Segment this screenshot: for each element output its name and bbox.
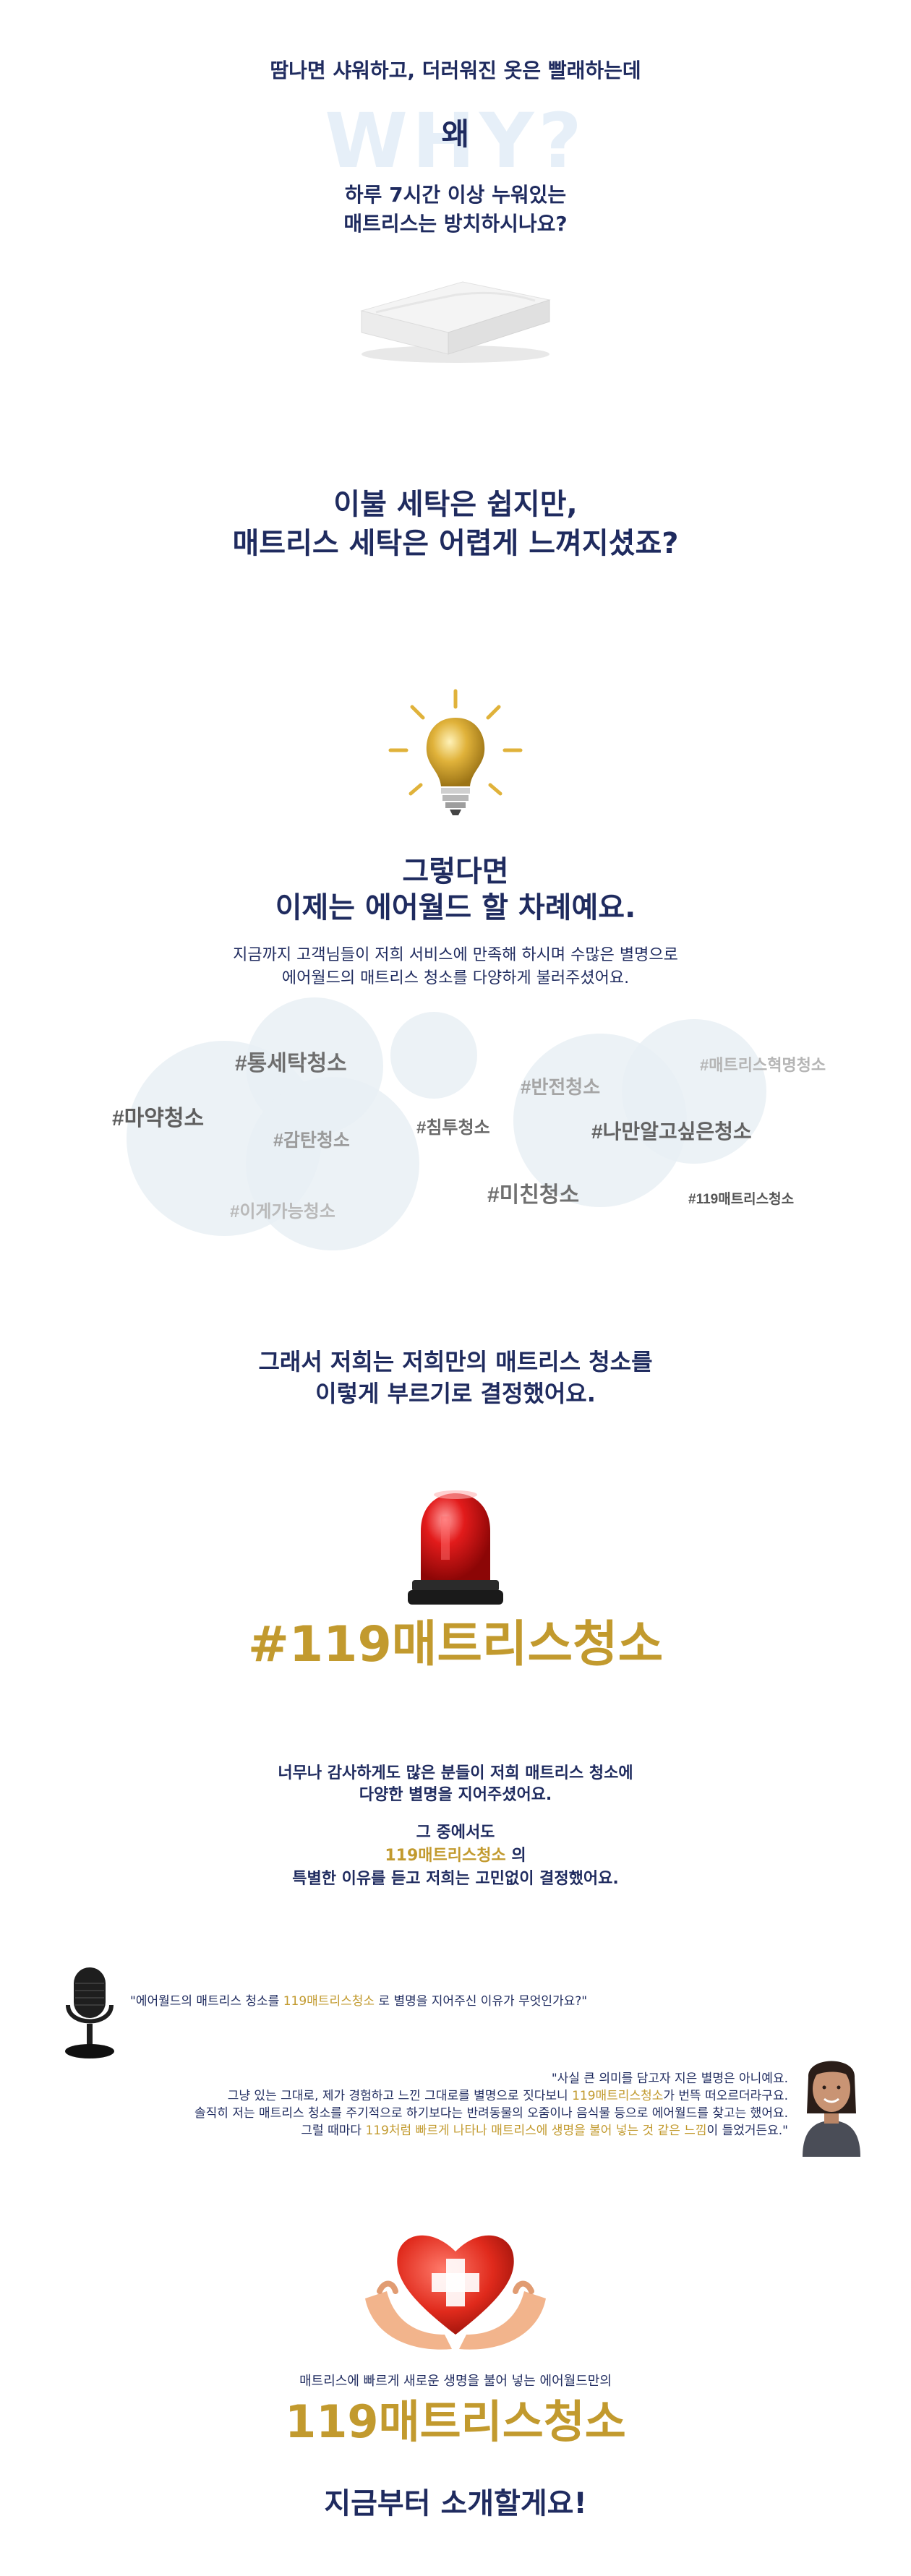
intro-question-line-2: 매트리스는 방치하시나요? <box>343 212 568 236</box>
section3-desc-line-1: 지금까지 고객님들이 저희 서비스에 만족해 하시며 수많은 별명으로 <box>233 946 678 964</box>
section5-line-1: 너무나 감사하게도 많은 분들이 저희 매트리스 청소에 <box>278 1764 633 1782</box>
intro-question-line-1: 하루 7시간 이상 누워있는 <box>344 183 567 207</box>
why-word: 왜 <box>441 116 470 152</box>
hashtag-cloud: #통세탁청소 #마약청소 #감탄청소 #이게가능청소 #침투청소 #반전청소 #… <box>0 997 911 1287</box>
section5-line-2: 다양한 별명을 지어주셨어요. <box>359 1786 552 1804</box>
section5-line-4: 119매트리스청소 의 <box>0 1845 911 1868</box>
mattress-image <box>360 281 551 363</box>
section5-brand-highlight: 119매트리스청소 <box>385 1847 506 1865</box>
section2-line-2: 매트리스 세탁은 어렵게 느껴지셨죠? <box>232 527 679 560</box>
answer-brand-highlight: 119매트리스청소 <box>572 2089 664 2103</box>
hashtag: #매트리스혁명청소 <box>700 1056 826 1074</box>
hashtag: #나만알고싶은청소 <box>591 1120 752 1143</box>
question-brand-highlight: 119매트리스청소 <box>283 1994 375 2009</box>
question-text-post: 로 별명을 지어주신 이유가 무엇인가요?" <box>375 1994 588 2009</box>
section3-title-line-1: 그렇다면 <box>402 855 509 888</box>
hashtag: #마약청소 <box>112 1107 205 1130</box>
closing-final: 지금부터 소개할게요! <box>324 2487 587 2520</box>
brand-name: #119매트리스청소 <box>247 1616 664 1673</box>
answer-line-2: 그냥 있는 그대로, 제가 경험하고 느낀 그대로를 별명으로 짓다보니 119… <box>87 2087 788 2105</box>
hashtag: #119매트리스청소 <box>688 1192 795 1207</box>
hashtag: #침투청소 <box>416 1118 490 1138</box>
section5-line-5: 특별한 이유를 듣고 저희는 고민없이 결정했어요. <box>292 1870 619 1888</box>
intro-line: 땀나면 샤워하고, 더러워진 옷은 빨래하는데 <box>270 59 641 82</box>
bubble <box>390 1012 477 1099</box>
answer-line-4-post: 이 들었거든요." <box>706 2124 788 2138</box>
hashtag: #이게가능청소 <box>230 1202 335 1222</box>
hashtag: #반전청소 <box>521 1076 601 1098</box>
section5-line-3: 그 중에서도 <box>416 1824 495 1842</box>
answer-line-3: 솔직히 저는 매트리스 청소를 주기적으로 하기보다는 반려동물의 오줌이나 음… <box>194 2106 788 2121</box>
answer-line-2-post: 가 번뜩 떠오르더라구요. <box>663 2089 788 2103</box>
customer-avatar <box>803 2061 860 2157</box>
closing-brand: 119매트리스청소 <box>285 2395 626 2448</box>
why-background-text: WHY? <box>325 97 586 185</box>
lightbulb-icon <box>388 689 523 815</box>
interview-question: "에어월드의 매트리스 청소를 119매트리스청소 로 별명을 지어주신 이유가… <box>130 1992 781 2011</box>
closing-subtitle: 매트리스에 빠르게 새로운 생명을 불어 넣는 에어월드만의 <box>299 2374 612 2389</box>
section2-line-1: 이불 세탁은 쉽지만, <box>333 488 578 521</box>
section3-desc-line-2: 에어월드의 매트리스 청소를 다양하게 불러주셨어요. <box>281 969 630 987</box>
answer-line-1: "사실 큰 의미를 담고자 지은 별명은 아니예요. <box>551 2071 788 2086</box>
section3-title-line-2: 이제는 에어월드 할 차례예요. <box>275 891 636 924</box>
section4-line-2: 이렇게 부르기로 결정했어요. <box>315 1380 596 1407</box>
section4-line-1: 그래서 저희는 저희만의 매트리스 청소를 <box>258 1348 653 1375</box>
heart-hands-icon <box>365 2235 546 2350</box>
hashtag: #미친청소 <box>487 1183 580 1207</box>
microphone-icon <box>65 1967 114 2058</box>
bubble <box>246 1077 419 1250</box>
bubble <box>622 1019 766 1164</box>
hashtag: #통세탁청소 <box>235 1052 347 1076</box>
answer-line-4-pre: 그럴 때마다 <box>301 2124 366 2138</box>
answer-highlight: 119처럼 빠르게 나타나 매트리스에 생명을 불어 넣는 것 같은 느낌 <box>365 2124 707 2138</box>
question-text-pre: "에어월드의 매트리스 청소를 <box>130 1994 283 2009</box>
answer-line-2-pre: 그냥 있는 그대로, 제가 경험하고 느낀 그대로를 별명으로 짓다보니 <box>227 2089 573 2103</box>
answer-line-4: 그럴 때마다 119처럼 빠르게 나타나 매트리스에 생명을 불어 넣는 것 같… <box>87 2122 788 2139</box>
section5-line-4-rest: 의 <box>505 1847 526 1865</box>
interview-answer: "사실 큰 의미를 담고자 지은 별명은 아니예요. 그냥 있는 그대로, 제가… <box>87 2070 788 2139</box>
siren-icon <box>408 1490 503 1605</box>
hashtag: #감탄청소 <box>273 1130 350 1151</box>
